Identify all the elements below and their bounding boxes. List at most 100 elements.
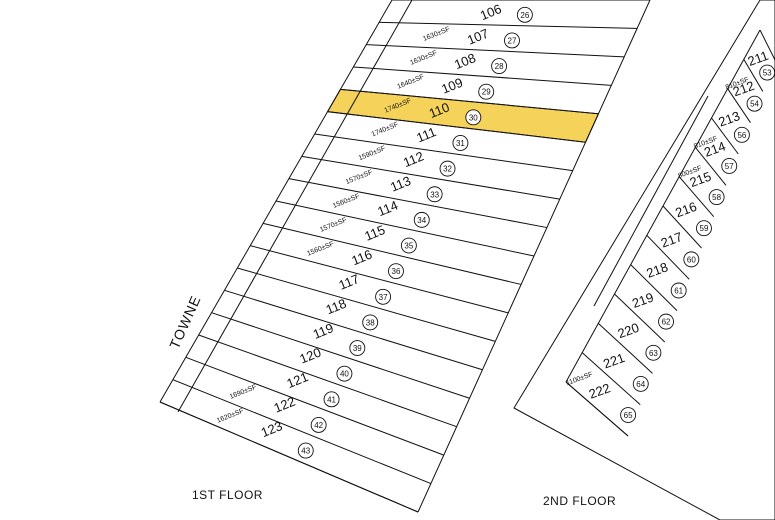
parcel-circle [733,126,750,143]
second-floor-label: 2ND FLOOR [543,494,616,508]
unit-area-label: 1570±SF [345,169,374,186]
unit-divider-line [275,200,535,257]
unit-number-label: 216 [673,199,699,221]
unit-divider-line [237,267,496,342]
unit-divider-line [694,147,727,186]
parcel-circle [746,95,763,112]
parcel-number-label: 39 [353,344,362,353]
unit-number-label: 214 [702,138,728,160]
parcel-number-label: 40 [340,370,349,379]
parcel-number-label: 65 [624,411,633,420]
unit-area-label: 1570±SF [319,217,348,234]
parcel-number-label: 26 [520,11,529,20]
parcel-circle [400,237,417,254]
parcel-circle [670,282,687,299]
unit-number-label: 106 [478,1,504,23]
unit-number-label: 120 [297,345,323,367]
unit-divider-line [159,401,419,513]
unit-divider-line [711,117,739,155]
parcel-circle [696,220,712,237]
unit-divider-line [759,29,775,61]
unit-divider-line [646,234,690,280]
unit-divider-line [353,66,612,86]
parcel-circle [323,391,340,408]
parcel-circle [439,160,456,177]
unit-divider-line [727,88,751,123]
unit-area-label: 1590±SF [358,145,387,162]
unit-number-label: 112 [401,148,426,170]
unit-number-label: 212 [731,78,757,100]
unit-divider-line [288,178,547,229]
unit-number-label: 108 [452,50,478,72]
parcel-number-label: 34 [417,216,426,225]
unit-106[interactable]: 106 26 [478,1,533,23]
unit-area-label: 1620±SF [216,408,245,425]
parcel-circle [620,407,637,423]
unit-number-label: 114 [375,198,400,220]
unit-divider-line [172,379,432,485]
parcel-number-label: 56 [737,131,746,140]
unit-area-label: 1100±SF [565,371,594,387]
parcel-number-label: 57 [725,162,734,171]
unit-218[interactable]: 218 61 [644,259,687,299]
parcel-circle [349,340,366,356]
parcel-number-label: 30 [469,113,478,122]
unit-number-label: 213 [716,108,742,130]
unit-number-label: 217 [659,229,685,251]
first-floor-label: 1ST FLOOR [192,488,263,502]
unit-number-label: 116 [349,247,374,269]
unit-divider-line [597,322,653,374]
unit-number-label: 222 [587,380,613,402]
unit-number-label: 117 [337,271,362,293]
unit-number-label: 218 [644,259,670,281]
unit-divider-line [224,289,483,371]
parcel-number-label: 61 [674,287,683,296]
unit-divider-line [379,21,638,29]
unit-117[interactable]: 117 37 [337,271,392,305]
unit-number-label: 122 [272,394,298,416]
unit-area-label: 1630±SF [409,50,438,67]
parcel-circle [413,211,430,228]
parcel-number-label: 63 [649,349,658,358]
parcel-circle [388,263,404,280]
parcel-number-label: 37 [379,293,388,302]
parcel-number-label: 36 [392,267,401,276]
unit-divider-line [614,293,666,343]
parcel-circle [645,344,662,361]
parcel-number-label: 27 [508,36,517,45]
unit-divider-line [565,381,629,437]
parcel-number-label: 59 [700,224,709,233]
unit-divider-line [185,356,444,456]
parcel-circle [465,109,482,126]
parcel-number-label: 58 [712,193,721,202]
parcel-circle [491,58,508,75]
unit-number-label: 219 [630,289,656,311]
parcel-circle [297,442,314,459]
unit-number-label: 111 [414,124,438,145]
parcel-circle [452,135,469,151]
parcel-number-label: 53 [763,69,772,78]
parcel-number-label: 41 [327,395,336,404]
highlighted-unit-110[interactable] [326,88,600,143]
unit-divider-line [366,44,625,58]
